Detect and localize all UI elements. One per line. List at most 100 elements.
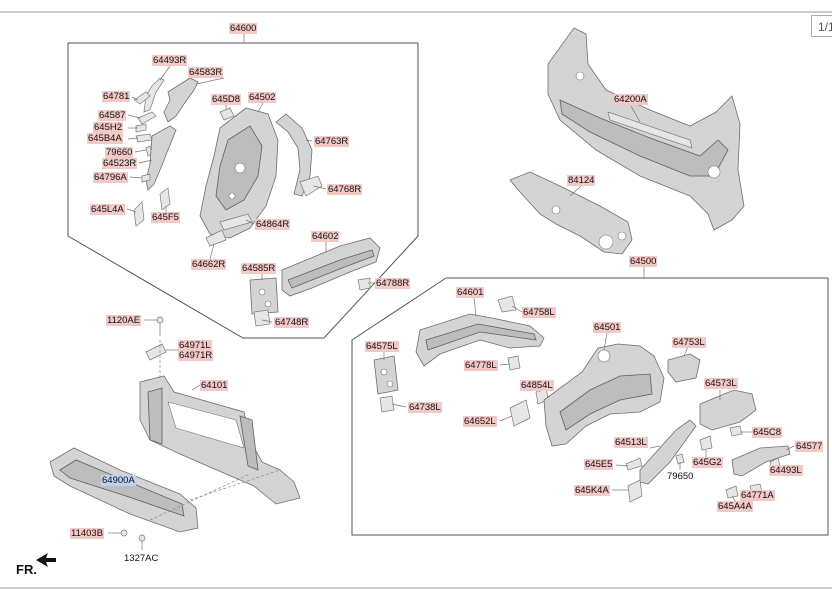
leader-dash-3 bbox=[189, 469, 281, 501]
callout-64523R[interactable]: 64523R bbox=[102, 158, 138, 169]
part-64796A-shape[interactable] bbox=[141, 173, 151, 183]
callout-64781[interactable]: 64781 bbox=[102, 91, 131, 102]
callout-84124[interactable]: 84124 bbox=[567, 175, 596, 186]
callout-645D8[interactable]: 645D8 bbox=[211, 94, 241, 105]
callout-64200A[interactable]: 64200A bbox=[613, 94, 648, 105]
callout-64502[interactable]: 64502 bbox=[248, 92, 277, 103]
callout-64748R[interactable]: 64748R bbox=[274, 317, 310, 328]
callout-64900A[interactable]: 64900A bbox=[101, 475, 136, 486]
callout-64585R[interactable]: 64585R bbox=[241, 263, 277, 274]
group-label-64500[interactable]: 64500 bbox=[629, 256, 658, 267]
callout-64971R[interactable]: 64971R bbox=[178, 350, 214, 361]
part-645D8-shape[interactable] bbox=[219, 107, 235, 121]
callout-1327AC[interactable]: 1327AC bbox=[124, 553, 159, 564]
callout-64575L[interactable]: 64575L bbox=[365, 341, 399, 352]
callout-64652L[interactable]: 64652L bbox=[463, 416, 497, 427]
part-11403B-shape[interactable] bbox=[120, 529, 128, 537]
part-64513L-shape[interactable] bbox=[639, 419, 697, 485]
callout-64493L[interactable]: 64493L bbox=[769, 465, 803, 476]
part-64583R-shape[interactable] bbox=[163, 77, 199, 123]
callout-64796A[interactable]: 64796A bbox=[93, 172, 128, 183]
callout-64864R[interactable]: 64864R bbox=[255, 219, 291, 230]
callout-64768R[interactable]: 64768R bbox=[327, 184, 363, 195]
part-79650-shape[interactable] bbox=[675, 453, 685, 465]
part-645K4A-shape[interactable] bbox=[627, 479, 643, 503]
part-64101-shape[interactable] bbox=[139, 375, 301, 505]
group-label-64600[interactable]: 64600 bbox=[229, 23, 258, 34]
callout-64601[interactable]: 64601 bbox=[456, 287, 485, 298]
part-64523R-shape[interactable] bbox=[145, 125, 177, 191]
part-64502-shape[interactable] bbox=[199, 107, 279, 239]
part-64575L-shape[interactable] bbox=[373, 355, 399, 395]
part-64585R-shape[interactable] bbox=[249, 277, 279, 315]
part-1327AC-shape[interactable] bbox=[138, 534, 146, 550]
callout-64513L[interactable]: 64513L bbox=[614, 437, 648, 448]
callout-645E5[interactable]: 645E5 bbox=[584, 459, 614, 470]
part-64662R-shape[interactable] bbox=[205, 229, 227, 247]
callout-64602[interactable]: 64602 bbox=[311, 231, 340, 242]
callout-64662R[interactable]: 64662R bbox=[191, 259, 227, 270]
part-64788R-shape[interactable] bbox=[357, 277, 371, 291]
part-64864R-shape[interactable] bbox=[219, 213, 253, 231]
part-64753L-shape[interactable] bbox=[667, 353, 701, 383]
part-64971L-shape[interactable] bbox=[145, 343, 167, 361]
part-64768R-shape[interactable] bbox=[299, 175, 323, 197]
group-box-64500 bbox=[351, 277, 829, 536]
direction-label: FR. bbox=[16, 562, 37, 577]
part-645G2-shape[interactable] bbox=[699, 435, 713, 451]
part-645H2-shape[interactable] bbox=[135, 123, 147, 133]
callout-64758L[interactable]: 64758L bbox=[522, 307, 556, 318]
part-645F5-shape[interactable] bbox=[159, 187, 171, 211]
part-64900A-shape[interactable] bbox=[49, 447, 199, 533]
callout-645B4A[interactable]: 645B4A bbox=[87, 133, 123, 144]
callout-645C8[interactable]: 645C8 bbox=[752, 427, 782, 438]
part-64763R-shape[interactable] bbox=[275, 113, 313, 197]
part-64748R-shape[interactable] bbox=[253, 309, 271, 327]
callout-64753L[interactable]: 64753L bbox=[672, 337, 706, 348]
part-64781-shape[interactable] bbox=[133, 91, 151, 105]
part-64200A-shape[interactable] bbox=[547, 27, 745, 231]
callout-64501[interactable]: 64501 bbox=[593, 322, 622, 333]
part-64573L-shape[interactable] bbox=[699, 389, 757, 431]
callout-1120AE[interactable]: 1120AE bbox=[106, 315, 142, 326]
callout-64577[interactable]: 64577 bbox=[795, 441, 824, 452]
callout-645K4A[interactable]: 645K4A bbox=[574, 485, 610, 496]
part-64778L-shape[interactable] bbox=[507, 355, 521, 371]
part-64587-shape[interactable] bbox=[137, 111, 157, 125]
callout-64788R[interactable]: 64788R bbox=[375, 278, 411, 289]
part-64501-shape[interactable] bbox=[543, 343, 665, 447]
front-arrow-icon bbox=[36, 553, 56, 567]
part-64601-shape[interactable] bbox=[415, 313, 545, 367]
part-64602-shape[interactable] bbox=[281, 237, 381, 297]
callout-64778L[interactable]: 64778L bbox=[464, 360, 498, 371]
callout-645G2[interactable]: 645G2 bbox=[692, 457, 723, 468]
part-645L4A-shape[interactable] bbox=[133, 201, 145, 227]
part-645B4A-shape[interactable] bbox=[135, 133, 153, 143]
callout-64854L[interactable]: 64854L bbox=[520, 380, 554, 391]
callout-64101[interactable]: 64101 bbox=[200, 380, 229, 391]
callout-64573L[interactable]: 64573L bbox=[704, 378, 738, 389]
callout-64971L[interactable]: 64971L bbox=[178, 340, 212, 351]
callout-645H2[interactable]: 645H2 bbox=[93, 122, 123, 133]
part-64738L-shape[interactable] bbox=[379, 395, 395, 413]
part-64652L-shape[interactable] bbox=[509, 399, 531, 427]
part-1120AE-shape[interactable] bbox=[156, 316, 164, 336]
callout-64587[interactable]: 64587 bbox=[98, 110, 127, 121]
callout-64738L[interactable]: 64738L bbox=[408, 402, 442, 413]
part-645A4A-shape[interactable] bbox=[725, 485, 739, 499]
part-645E5-shape[interactable] bbox=[625, 457, 643, 471]
callout-64763R[interactable]: 64763R bbox=[314, 136, 350, 147]
callout-64771A[interactable]: 64771A bbox=[740, 490, 775, 501]
part-64758L-shape[interactable] bbox=[497, 295, 517, 313]
callout-64583R[interactable]: 64583R bbox=[188, 67, 224, 78]
callout-645L4A[interactable]: 645L4A bbox=[90, 204, 125, 215]
callout-11403B[interactable]: 11403B bbox=[70, 528, 105, 539]
callout-64493R[interactable]: 64493R bbox=[152, 55, 188, 66]
callout-645F5[interactable]: 645F5 bbox=[151, 212, 180, 223]
part-645C8-shape[interactable] bbox=[729, 425, 743, 437]
callout-79650[interactable]: 79650 bbox=[667, 471, 694, 482]
callout-79660[interactable]: 79660 bbox=[105, 147, 134, 158]
part-84124-shape[interactable] bbox=[509, 171, 633, 255]
callout-645A4A[interactable]: 645A4A bbox=[717, 501, 753, 512]
